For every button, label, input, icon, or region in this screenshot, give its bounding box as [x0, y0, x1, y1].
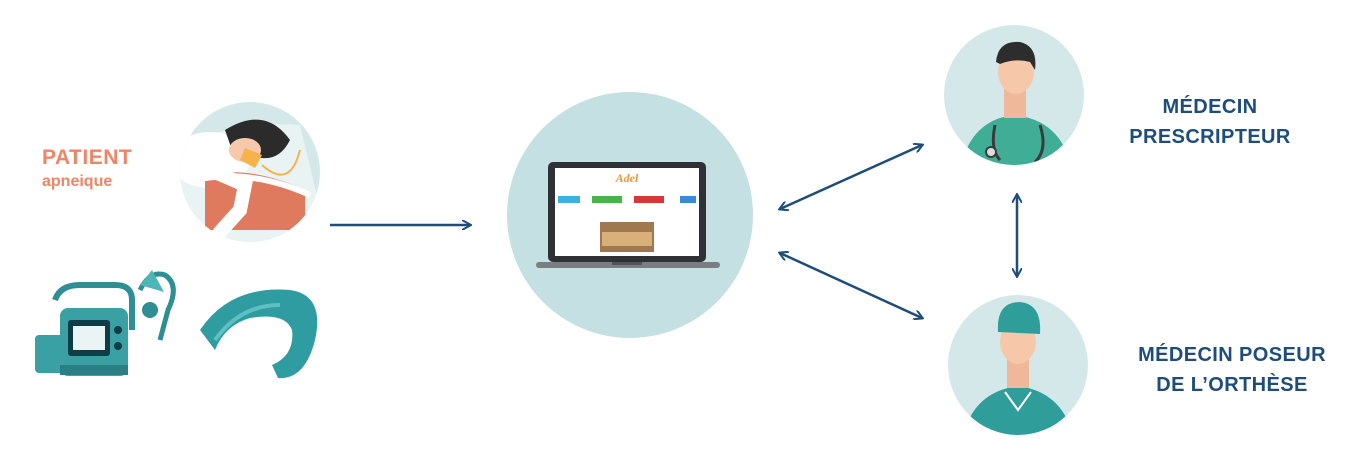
- patient-sleeping-icon: [180, 102, 320, 242]
- poseur-label: MÉDECIN POSEUR DE L’ORTHÈSE: [1112, 340, 1352, 400]
- prescripteur-label: MÉDECIN PRESCRIPTEUR: [1110, 92, 1310, 152]
- arrow-platform-prescripteur: [780, 145, 922, 209]
- patient-subtitle: apneique: [42, 173, 113, 190]
- patient-title: PATIENT: [42, 146, 133, 169]
- arrow-platform-poseur: [780, 253, 922, 318]
- doctor-surgeon-icon: [948, 295, 1088, 435]
- prescripteur-label-line2: PRESCRIPTEUR: [1129, 126, 1291, 148]
- screen-logo: Adel: [615, 171, 639, 185]
- prescripteur-label-line1: MÉDECIN: [1162, 96, 1258, 118]
- cpap-machine-icon: [35, 270, 176, 376]
- poseur-label-line2: DE L’ORTHÈSE: [1156, 374, 1308, 396]
- poseur-label-line1: MÉDECIN POSEUR: [1138, 344, 1326, 366]
- mandibular-orthosis-icon: [200, 289, 318, 379]
- laptop-icon: Adel: [507, 92, 753, 338]
- doctor-prescriber-icon: [944, 25, 1084, 165]
